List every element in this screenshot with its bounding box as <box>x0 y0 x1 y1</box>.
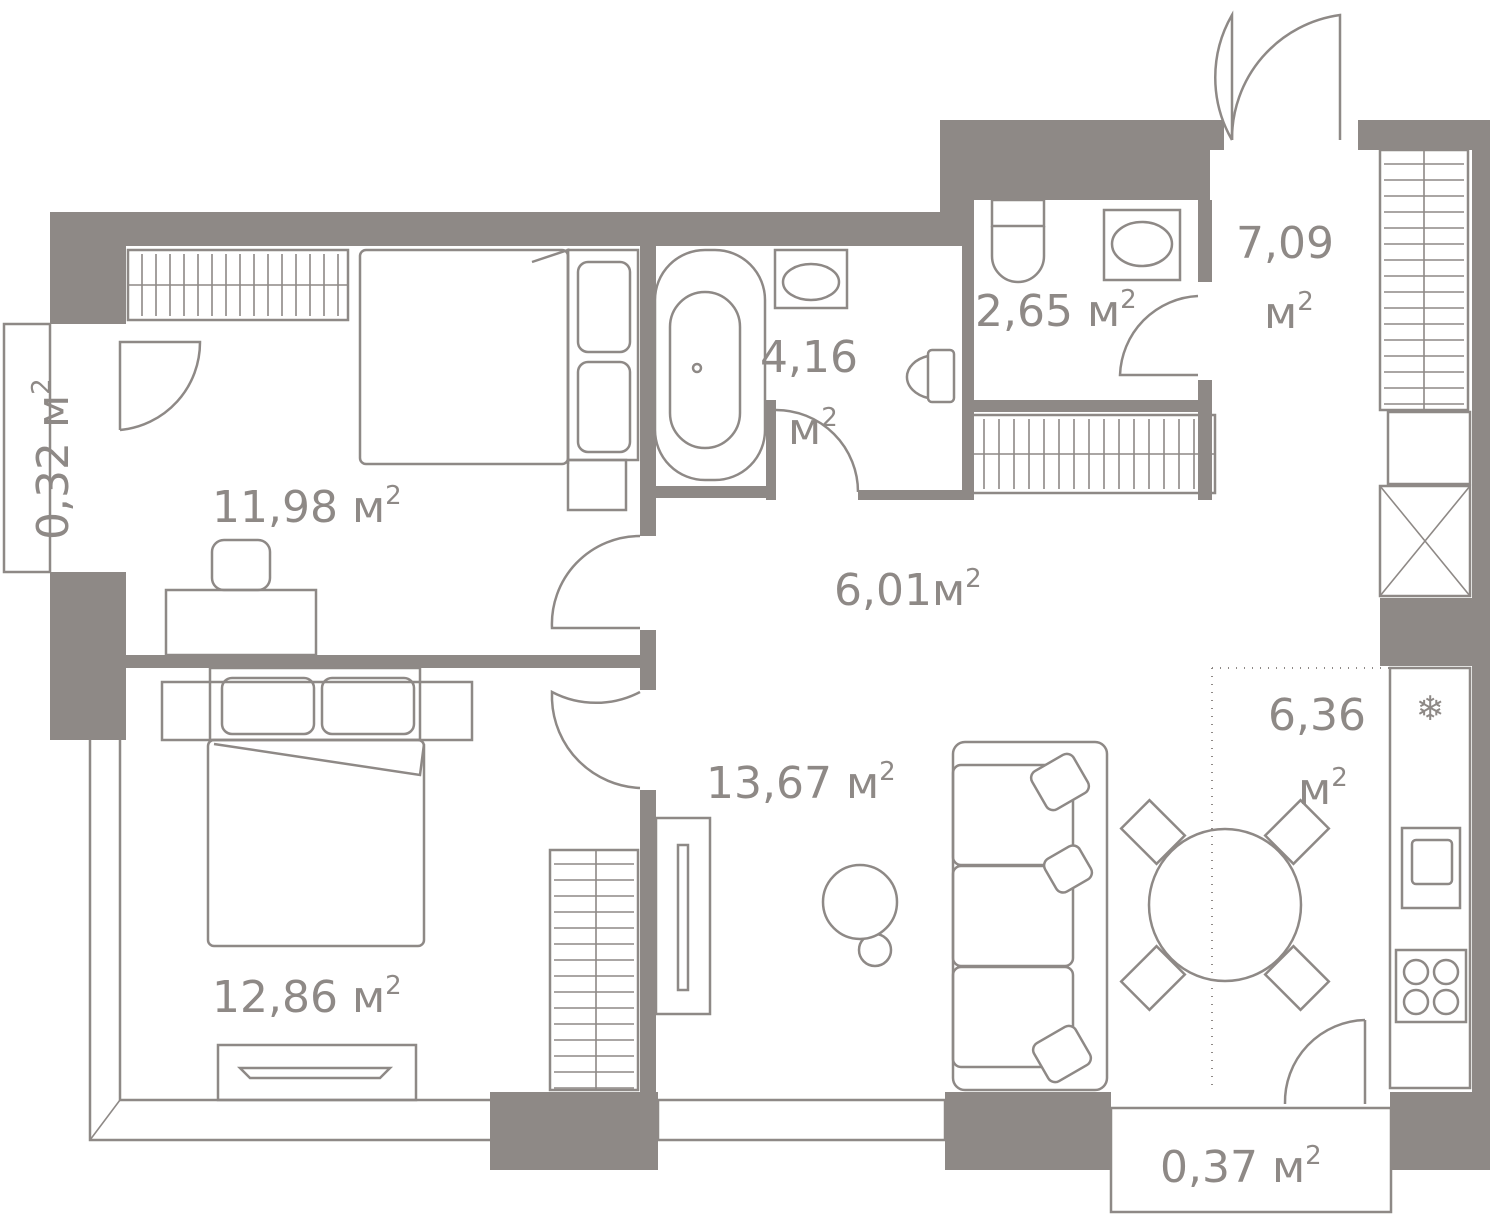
toilet-2 <box>990 198 1046 284</box>
area-label-wc: 2,65 м2 <box>975 285 1137 337</box>
walls <box>50 120 1490 1170</box>
area-label-bedroom-2: 12,86 м2 <box>212 971 402 1023</box>
area-label-living-room: 13,67 м2 <box>706 757 896 809</box>
area-label-balcony-left: 0,32 м2 <box>27 378 79 540</box>
desk <box>164 538 318 657</box>
bathtub <box>653 248 767 482</box>
toilet-1 <box>905 348 956 404</box>
area-label-balcony-bottom: 0,37 м2 <box>1160 1141 1322 1193</box>
area-label-corridor: 6,01м2 <box>834 564 982 616</box>
coffee-table <box>821 863 899 968</box>
entrance-door <box>1214 10 1234 141</box>
sink-2 <box>1102 208 1182 282</box>
entrance-door-leaf <box>1230 13 1342 141</box>
snowflake-icon: ❄ <box>1416 689 1445 729</box>
dining-table <box>1119 798 1331 1012</box>
balcony-bottom <box>1109 1106 1393 1214</box>
balcony-left <box>2 322 52 574</box>
bed-1 <box>358 248 640 512</box>
doors[interactable] <box>118 10 1367 1105</box>
wardrobes <box>126 148 1470 1092</box>
kitchen-units: ❄ <box>1378 410 1472 1090</box>
area-label-bedroom-1: 11,98 м2 <box>212 481 402 533</box>
tv-stand <box>654 816 712 1016</box>
sofa <box>951 740 1109 1092</box>
bed-2 <box>160 666 474 1102</box>
sink-1 <box>773 248 849 310</box>
